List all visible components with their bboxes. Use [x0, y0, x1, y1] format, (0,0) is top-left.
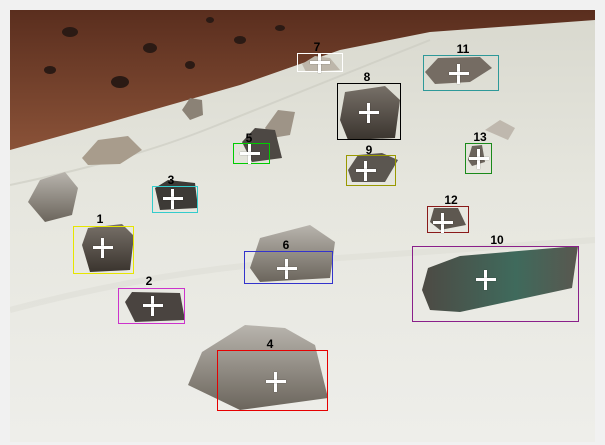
crosshair-marker-2: [143, 296, 163, 316]
box-label-10: 10: [490, 233, 504, 247]
box-label-13: 13: [473, 130, 487, 144]
bounding-box-6: [244, 251, 333, 284]
box-label-5: 5: [245, 131, 253, 145]
bounding-box-13: [465, 143, 492, 174]
box-label-7: 7: [313, 40, 321, 54]
crosshair-marker-7: [310, 53, 330, 73]
box-label-9: 9: [365, 143, 373, 157]
bounding-box-9: [346, 155, 396, 186]
box-label-11: 11: [456, 42, 470, 56]
crosshair-marker-12: [433, 213, 453, 233]
crosshair-marker-3: [163, 189, 183, 209]
box-label-4: 4: [266, 337, 274, 351]
crosshair-marker-9: [356, 161, 376, 181]
crosshair-marker-5: [240, 144, 260, 164]
crosshair-marker-1: [93, 238, 113, 258]
crosshair-marker-10: [476, 270, 496, 290]
bounding-box-11: [423, 55, 499, 91]
box-label-12: 12: [444, 193, 458, 207]
bounding-box-3: [152, 186, 198, 213]
crosshair-marker-4: [266, 372, 286, 392]
bounding-box-8: [337, 83, 401, 140]
crosshair-marker-13: [469, 149, 489, 169]
crosshair-marker-6: [277, 259, 297, 279]
rocks-on-sand-photo: [10, 10, 595, 442]
bounding-box-2: [118, 288, 185, 324]
box-label-2: 2: [145, 274, 153, 288]
box-label-1: 1: [96, 212, 104, 226]
box-label-3: 3: [167, 173, 175, 187]
bounding-box-10: [412, 246, 579, 322]
bounding-box-12: [427, 206, 469, 233]
box-label-6: 6: [282, 238, 290, 252]
bounding-box-1: [73, 226, 134, 274]
crosshair-marker-11: [449, 64, 469, 84]
box-label-8: 8: [363, 70, 371, 84]
bounding-box-5: [233, 143, 270, 164]
bounding-box-4: [217, 350, 328, 411]
crosshair-marker-8: [359, 103, 379, 123]
